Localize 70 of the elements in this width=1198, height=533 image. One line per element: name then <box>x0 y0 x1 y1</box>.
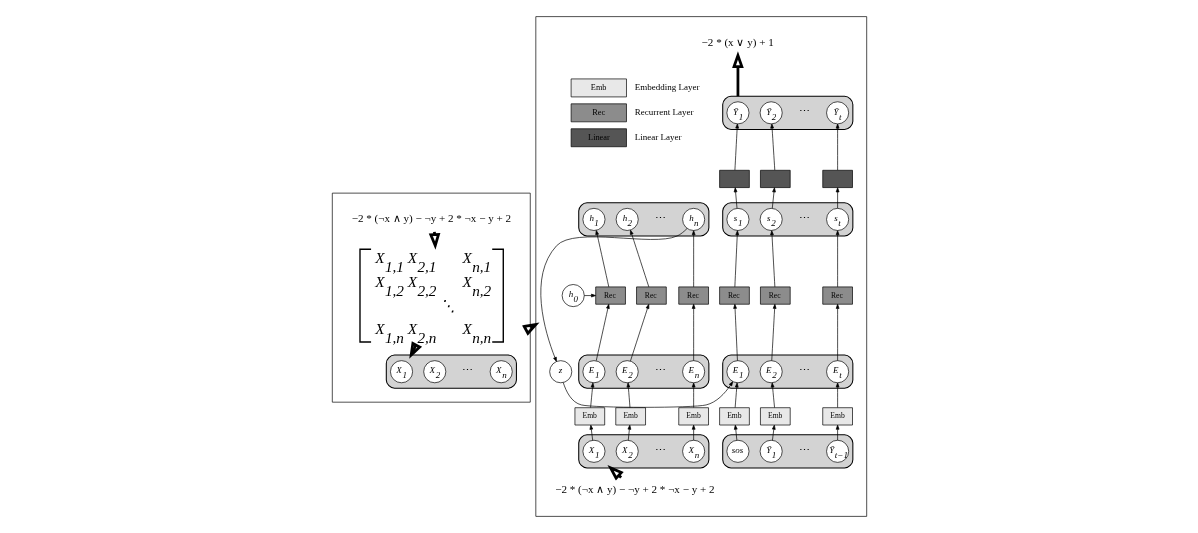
label: ⋯ <box>461 364 473 377</box>
arrow <box>539 228 687 362</box>
cluster <box>331 192 531 403</box>
arrow <box>732 303 738 361</box>
arrow <box>835 303 839 361</box>
node-box <box>821 169 853 188</box>
arrow <box>691 230 695 288</box>
node-box: Rec <box>594 286 626 305</box>
arrow <box>835 187 839 209</box>
arrow <box>691 424 695 441</box>
arrow <box>734 123 739 171</box>
arrow <box>562 381 733 408</box>
node-box: Emb <box>677 407 709 426</box>
label: ⋯ <box>654 212 666 225</box>
node-box: Rec <box>718 286 750 305</box>
arrow <box>733 424 738 441</box>
legend-label: Linear Layer <box>634 132 681 143</box>
node-box <box>718 169 750 188</box>
arrow <box>589 424 593 441</box>
node-box <box>759 169 791 188</box>
node-circle: sos <box>726 439 749 463</box>
arrow <box>771 187 776 209</box>
label: ⋯ <box>654 364 666 377</box>
node-box: Emb <box>574 407 605 426</box>
arrow <box>770 382 775 408</box>
label: ⋯ <box>798 364 810 377</box>
arrow <box>771 424 776 441</box>
arrow <box>594 230 609 288</box>
label: ⋯ <box>654 443 666 456</box>
node-text: −2 * (x ∨ y) + 1 <box>701 35 774 48</box>
arrow <box>835 123 839 171</box>
arrow <box>626 382 630 408</box>
cluster <box>577 434 709 469</box>
node-box: Emb <box>614 407 646 426</box>
arrow <box>589 382 594 408</box>
legend-label: Recurrent Layer <box>634 107 693 118</box>
label: ⋯ <box>798 443 810 456</box>
arrow <box>835 382 839 408</box>
node-box: Emb <box>759 407 791 426</box>
arrow <box>734 382 739 408</box>
node-box: Rec <box>635 286 667 305</box>
node-text: −2 * (¬x ∧ y) − ¬y + 2 * ¬x − y + 2 <box>554 482 715 495</box>
arrow <box>691 303 695 361</box>
node-box: Emb <box>821 407 853 426</box>
node-box: Rec <box>677 286 709 305</box>
arrow <box>731 51 744 97</box>
arrow <box>770 303 776 361</box>
arrow <box>691 382 695 408</box>
arrow <box>769 230 775 288</box>
arrow <box>835 230 839 288</box>
cluster <box>534 16 867 517</box>
arrow <box>629 229 649 288</box>
arrow <box>733 187 737 209</box>
cluster <box>721 434 853 469</box>
node-box: Rec <box>821 286 853 305</box>
arrow <box>835 424 839 441</box>
node-box: Rec <box>759 286 791 305</box>
label: ⋯ <box>798 105 810 118</box>
arrow <box>769 123 775 171</box>
label: ⋯ <box>798 212 810 225</box>
node-text: −2 * (¬x ∧ y) − ¬y + 2 * ¬x − y + 2 <box>351 212 511 225</box>
arrow <box>627 424 631 441</box>
arrow <box>629 304 649 362</box>
node-circle: z <box>548 360 572 384</box>
arrow <box>595 303 610 361</box>
node-box: Emb <box>718 407 750 426</box>
cluster <box>385 354 517 389</box>
legend-label: Embedding Layer <box>634 82 699 93</box>
arrow <box>583 293 596 298</box>
arrow <box>734 230 739 288</box>
